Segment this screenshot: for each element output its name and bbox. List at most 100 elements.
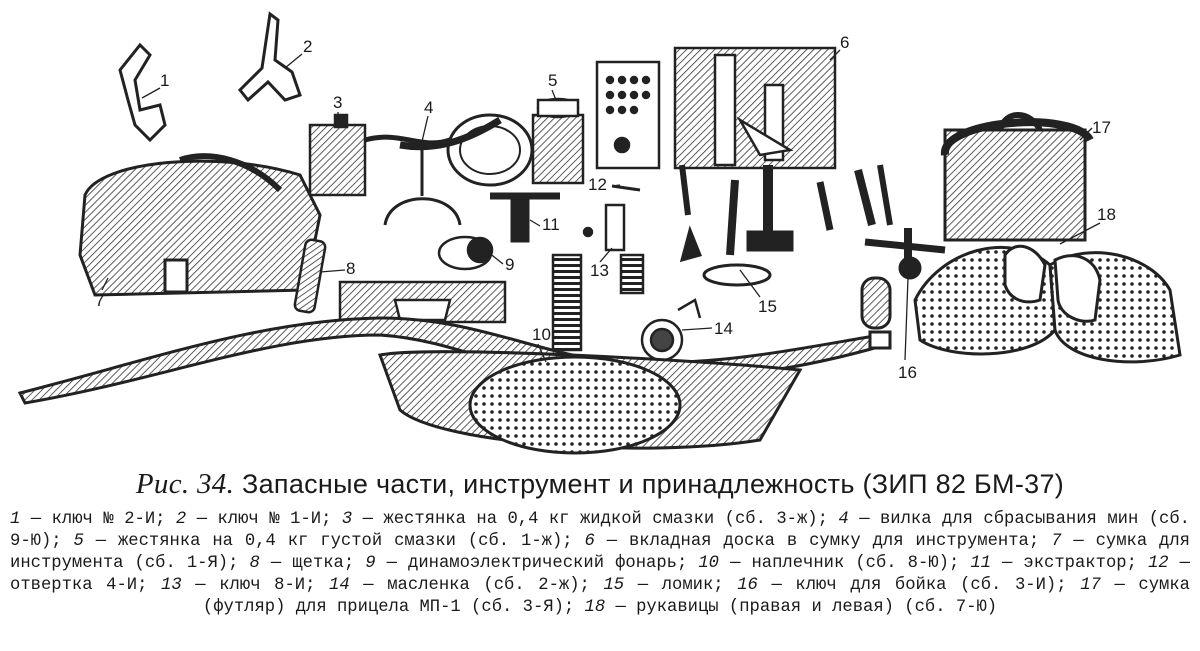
- legend-item-15: 15 — ломик;: [603, 576, 737, 595]
- brush-8: [293, 238, 327, 314]
- legend-number: 10: [698, 554, 719, 573]
- callout-2: 2: [303, 37, 312, 56]
- key-13: [551, 203, 645, 352]
- figure-legend: 1 — ключ № 2-И; 2 — ключ № 1-И; 3 — жест…: [10, 509, 1190, 619]
- legend-item-18: 18 — рукавицы (правая и левая) (сб. 7-Ю): [585, 598, 998, 617]
- legend-item-17: 17 — сумка (футляр) для прицела МП-1 (сб…: [203, 576, 1190, 617]
- legend-number: 7: [1051, 532, 1062, 551]
- legend-text: — экстрактор;: [990, 554, 1148, 573]
- legend-text: — жестянка на 0,4 кг жидкой смазки (сб. …: [352, 510, 839, 529]
- legend-text: — рукавицы (правая и левая) (сб. 7-Ю): [605, 598, 998, 617]
- oiler-14: [640, 298, 702, 362]
- legend-text: — масленка (сб. 2-ж);: [349, 576, 604, 595]
- legend-number: 12: [1147, 554, 1169, 573]
- legend-number: 5: [73, 532, 84, 551]
- callout-11: 11: [542, 215, 560, 234]
- legend-number: 14: [329, 576, 350, 595]
- legend-text: — щетка;: [259, 554, 366, 573]
- legend-number: 9: [365, 554, 376, 573]
- shoulder-pad-10: [17, 316, 892, 455]
- legend-text: — ломик;: [624, 576, 738, 595]
- callout-4: 4: [424, 98, 433, 117]
- legend-text: — жестянка на 0,4 кг густой смазки (сб. …: [83, 532, 585, 551]
- callout-1: 1: [160, 71, 169, 90]
- callout-9: 9: [505, 255, 514, 274]
- equipment-illustration: 1 2 3 4 5 6 7 8 9 10 11 12 13 14 15 16 1…: [17, 11, 1182, 455]
- caption-label: Рис. 34.: [135, 468, 235, 500]
- callout-13: 13: [590, 261, 609, 280]
- legend-text: — сумка (футляр) для прицела МП-1 (сб. 3…: [202, 576, 1190, 617]
- callout-18: 18: [1097, 205, 1116, 224]
- extractor-11: [490, 192, 560, 243]
- legend-text: — динамоэлектрический фонарь;: [375, 554, 699, 573]
- callout-3: 3: [333, 93, 342, 112]
- legend-item-3: 3 — жестянка на 0,4 кг жидкой смазки (сб…: [342, 510, 839, 529]
- legend-item-8: 8 — щетка;: [250, 554, 366, 573]
- callout-10: 10: [532, 325, 551, 344]
- legend-number: 13: [161, 576, 182, 595]
- legend-item-2: 2 — ключ № 1-И;: [176, 510, 342, 529]
- gloves-18: [913, 244, 1182, 364]
- legend-item-12: 12 — отвертка 4-И;: [10, 554, 1190, 595]
- screwdriver-12: [611, 184, 641, 192]
- legend-text: — ключ № 1-И;: [186, 510, 342, 529]
- legend-text: — вилка для сбрасывания мин (сб. 9-Ю);: [10, 510, 1190, 551]
- callout-16: 16: [898, 363, 917, 382]
- legend-number: 2: [175, 510, 187, 529]
- callout-8: 8: [346, 259, 355, 278]
- legend-item-9: 9 — динамоэлектрический фонарь;: [365, 554, 698, 573]
- legend-text: — ключ № 2-И;: [20, 510, 176, 529]
- legend-item-5: 5 — жестянка на 0,4 кг густой смазки (сб…: [73, 532, 584, 551]
- legend-item-7: 7 — сумка для инструмента (сб. 1-Я);: [10, 532, 1190, 573]
- socket-panel: [595, 60, 661, 170]
- figure-caption: Рис. 34. Запасные части, инструмент и пр…: [0, 468, 1200, 501]
- firing-pin-key-16: [854, 164, 946, 330]
- sight-case-17: [941, 112, 1094, 242]
- legend-number: 18: [584, 598, 606, 617]
- callout-numbers: 1 2 3 4 5 6 7 8 9 10 11 12 13 14 15 16 1…: [95, 33, 1116, 382]
- flashlight-9: [437, 235, 494, 271]
- caption-text: Запасные части, инструмент и принадлежно…: [241, 469, 1065, 499]
- legend-number: 6: [584, 532, 595, 551]
- legend-number: 16: [737, 576, 758, 595]
- callout-12: 12: [588, 175, 607, 194]
- legend-text: — ключ для бойка (сб. 3-И);: [757, 576, 1081, 595]
- legend-item-11: 11 — экстрактор;: [970, 554, 1148, 573]
- legend-item-14: 14 — масленка (сб. 2-ж);: [329, 576, 603, 595]
- callout-17: 17: [1092, 118, 1111, 137]
- grease-tin-5: [531, 97, 585, 185]
- mounting-plate: [338, 280, 507, 324]
- legend-number: 8: [249, 554, 260, 573]
- legend-number: 15: [603, 576, 625, 595]
- legend-item-10: 10 — наплечник (сб. 8-Ю);: [698, 554, 970, 573]
- legend-number: 1: [10, 510, 21, 529]
- callout-6: 6: [840, 33, 849, 52]
- callout-14: 14: [714, 319, 733, 338]
- callout-5: 5: [548, 71, 557, 90]
- legend-text: — вкладная доска в сумку для инструмента…: [594, 532, 1052, 551]
- legend-text: — наплечник (сб. 8-Ю);: [719, 554, 971, 573]
- legend-item-1: 1 — ключ № 2-И;: [10, 510, 176, 529]
- legend-item-6: 6 — вкладная доска в сумку для инструмен…: [585, 532, 1052, 551]
- fork-4: [383, 113, 534, 226]
- legend-number: 11: [970, 554, 991, 573]
- legend-text: — сумка для инструмента (сб. 1-Я);: [10, 532, 1190, 573]
- legend-item-13: 13 — ключ 8-И;: [161, 576, 329, 595]
- callout-leaders: [101, 49, 1101, 363]
- tool-board-6: [673, 46, 837, 170]
- tool-bag-7: [78, 153, 322, 297]
- legend-number: 3: [341, 510, 353, 529]
- oil-tin-3: [308, 113, 451, 197]
- legend-text: — ключ 8-И;: [181, 576, 330, 595]
- wrench-key-1: [118, 42, 167, 143]
- legend-text: — отвертка 4-И;: [10, 554, 1190, 595]
- legend-number: 17: [1080, 576, 1101, 595]
- legend-item-4: 4 — вилка для сбрасывания мин (сб. 9-Ю);: [10, 510, 1190, 551]
- callout-7: 7: [95, 291, 104, 310]
- legend-item-16: 16 — ключ для бойка (сб. 3-И);: [737, 576, 1080, 595]
- legend-number: 4: [838, 510, 849, 529]
- callout-15: 15: [758, 297, 777, 316]
- hammers-and-rods: [679, 164, 834, 287]
- wrench-key-2: [237, 11, 302, 103]
